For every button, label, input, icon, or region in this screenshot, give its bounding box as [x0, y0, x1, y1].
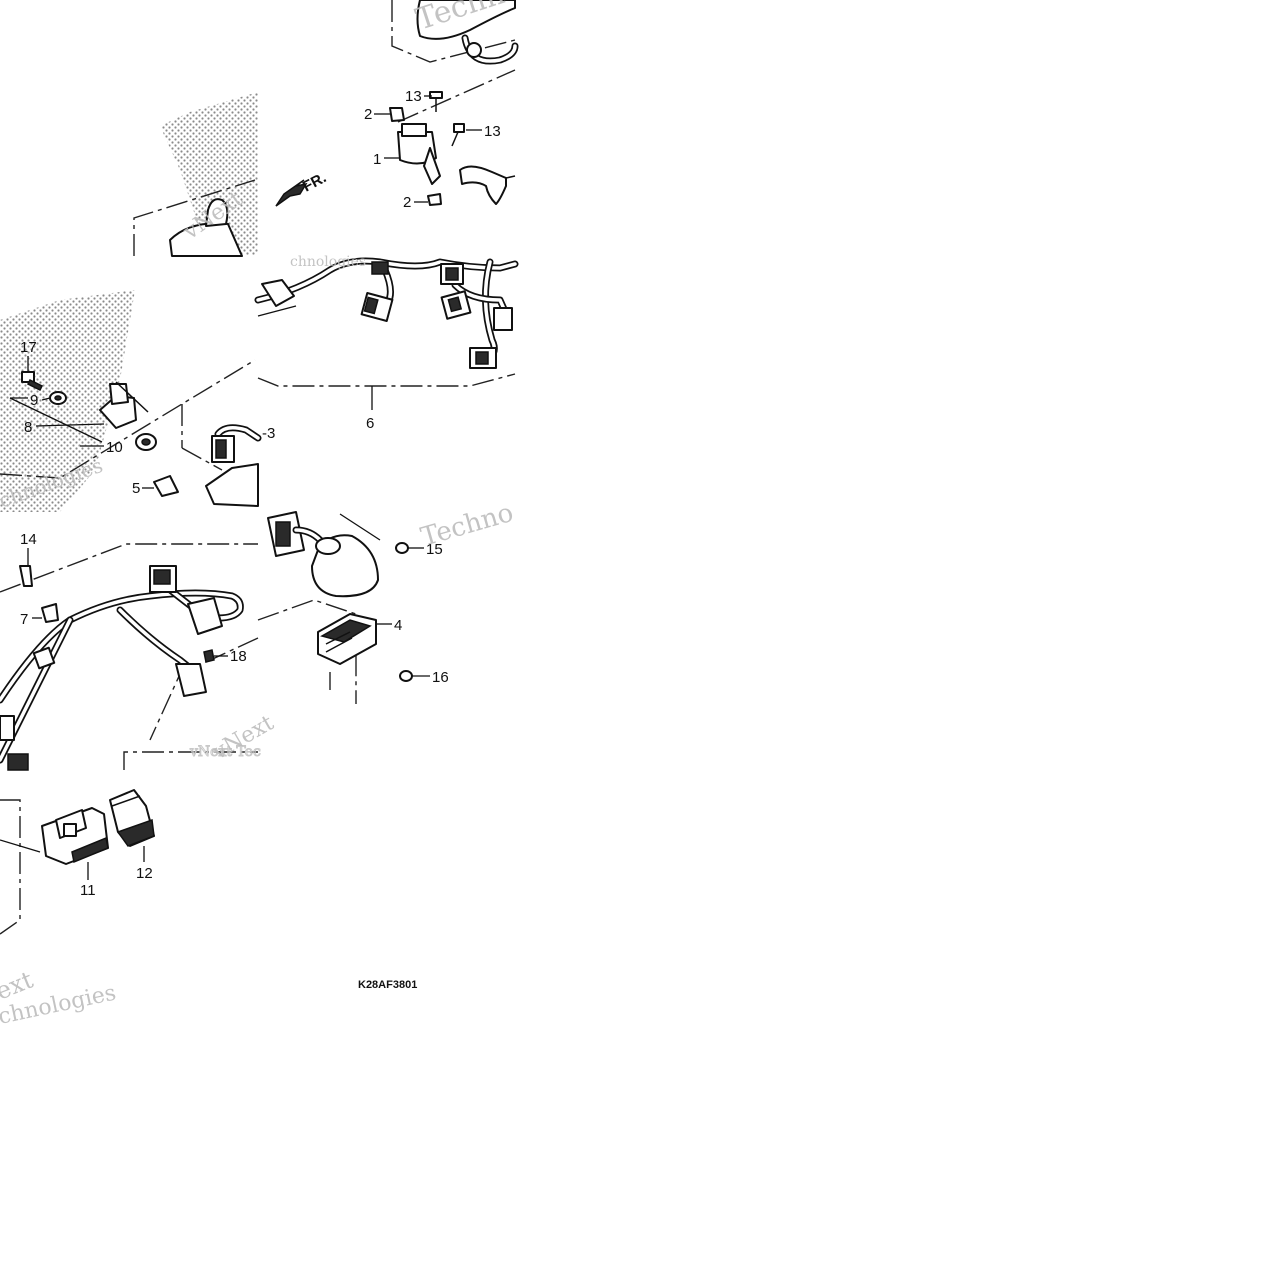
tile-main-harness: 14 7 18 vNext Tec vNext [0, 531, 278, 771]
callout-9: 9 [30, 392, 38, 409]
tile-ignition-coil: FR. 13 13 2 1 2 Techno [275, 0, 526, 211]
relay-11 [41, 807, 109, 865]
tile-relays: 11 12 ext chnologies [0, 789, 155, 1030]
tile-regulator: 15 16 4 Techno [257, 498, 517, 704]
bolt-17 [21, 371, 44, 392]
callout-13-lower: 13 [484, 123, 501, 140]
tile-harness-upper: 6 chnologies [254, 254, 519, 432]
callout-1: 1 [373, 151, 381, 168]
callout-18: 18 [230, 648, 247, 665]
svg-text:chnologies: chnologies [290, 254, 366, 270]
svg-text:Techno: Techno [412, 0, 526, 38]
callout-3: -3 [262, 425, 275, 442]
callout-8: 8 [24, 419, 32, 436]
callout-7: 7 [20, 611, 28, 628]
bolt-13-upper [429, 91, 443, 112]
tile-starter-region: vNext [133, 92, 258, 257]
callout-17: 17 [20, 339, 37, 356]
callout-6: 6 [366, 415, 374, 432]
svg-text:FR.: FR. [300, 169, 329, 195]
callout-2-lower: 2 [403, 194, 411, 211]
callout-15: 15 [426, 541, 443, 558]
callout-4: 4 [394, 617, 402, 634]
svg-text:Techno: Techno [418, 498, 517, 553]
tile-relay-bracket: 17 9 8 10 -3 5 chnologies [0, 290, 275, 513]
callout-10: 10 [106, 439, 123, 456]
figure-code: K28AF3801 [358, 979, 417, 991]
callout-14: 14 [20, 531, 37, 548]
callout-13-upper: 13 [405, 88, 422, 105]
callout-5: 5 [132, 480, 140, 497]
callout-2-upper: 2 [364, 106, 372, 123]
relay-12 [109, 789, 155, 847]
svg-text:vNext Tec: vNext Tec [189, 744, 261, 760]
callout-12: 12 [136, 865, 153, 882]
callout-11: 11 [80, 882, 96, 899]
bolt-13-lower [451, 123, 465, 147]
front-direction-arrow: FR. [275, 169, 329, 207]
callout-16: 16 [432, 669, 449, 686]
